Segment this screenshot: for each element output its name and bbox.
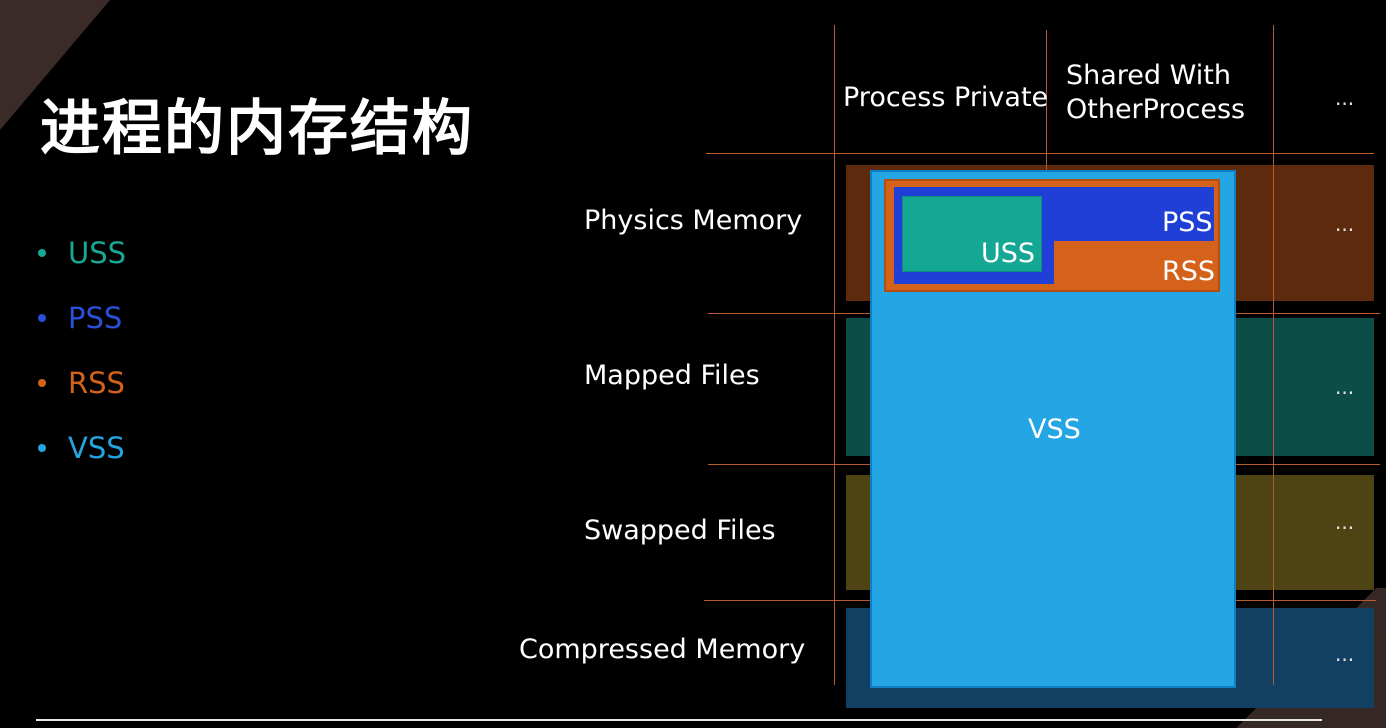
column-header-process-private: Process Private [843, 82, 1049, 113]
legend-label: PSS [68, 301, 123, 335]
uss-label: USS [981, 238, 1036, 269]
column-header-shared: Shared With OtherProcess [1066, 60, 1246, 125]
corner-decoration-top-left [0, 0, 110, 130]
bullet-icon [38, 249, 46, 257]
legend-label: VSS [68, 431, 125, 465]
column-header-more: ... [1335, 86, 1355, 110]
grid-line-header [706, 153, 1374, 154]
bullet-icon [38, 314, 46, 322]
bullet-icon [38, 379, 46, 387]
legend-label: USS [68, 236, 127, 270]
legend-label: RSS [68, 366, 125, 400]
bottom-divider [36, 719, 1322, 721]
row-ellipsis: ... [1335, 212, 1355, 236]
uss-box [902, 196, 1042, 272]
row-label-mapped-files: Mapped Files [584, 360, 760, 391]
grid-line-col-2 [1046, 30, 1047, 170]
row-label-physics-memory: Physics Memory [584, 205, 803, 236]
pss-label: PSS [1162, 207, 1213, 238]
row-label-compressed-memory: Compressed Memory [519, 634, 806, 665]
page-title: 进程的内存结构 [40, 94, 474, 164]
grid-line-col-1 [834, 25, 835, 685]
row-ellipsis: ... [1335, 642, 1355, 666]
legend-item-uss: USS [38, 236, 126, 270]
grid-line-col-3 [1273, 25, 1274, 685]
rss-label: RSS [1162, 256, 1216, 287]
legend-item-rss: RSS [38, 366, 125, 400]
bullet-icon [38, 444, 46, 452]
row-ellipsis: ... [1335, 375, 1355, 399]
legend-item-vss: VSS [38, 431, 125, 465]
row-ellipsis: ... [1335, 510, 1355, 534]
vss-label: VSS [1028, 414, 1081, 445]
row-label-swapped-files: Swapped Files [584, 515, 776, 546]
legend-item-pss: PSS [38, 301, 122, 335]
